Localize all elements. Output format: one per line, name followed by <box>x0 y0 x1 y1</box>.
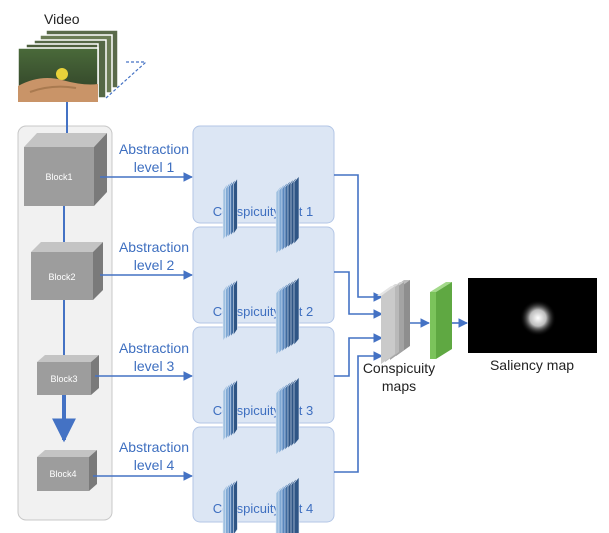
conspicuity-maps-line2: maps <box>382 378 416 394</box>
conspicuity-net-4: Conspicuity-net 4 <box>192 426 335 523</box>
conv-layer-small-2-4 <box>233 278 238 337</box>
conspicuity-net-3: Conspicuity-net 3 <box>192 326 335 424</box>
block-3-label: Block3 <box>50 374 77 384</box>
backbone-connectors <box>52 102 76 443</box>
fusion-layer <box>430 282 452 359</box>
abstraction-1-line2: level 1 <box>134 159 175 175</box>
conv-layer-large-3-6 <box>293 376 300 446</box>
abstraction-4-line1: Abstraction <box>119 439 189 455</box>
block-1: Block1 <box>24 133 107 206</box>
video-frames-image <box>17 29 147 103</box>
conv-layer-large-2-6 <box>293 276 300 346</box>
block-4: Block4 <box>37 450 97 491</box>
conv-layer-large-1-6 <box>293 175 300 245</box>
abstraction-1-line1: Abstraction <box>119 141 189 157</box>
block-3: Block3 <box>37 355 99 395</box>
conspicuity-maps-line1: Conspicuity <box>363 360 435 376</box>
abstraction-3-line1: Abstraction <box>119 340 189 356</box>
saliency-map-label: Saliency map <box>490 357 574 373</box>
abstraction-2-line2: level 2 <box>134 257 175 273</box>
saliency-map-image <box>468 278 597 353</box>
video-label: Video <box>44 11 80 27</box>
block-1-label: Block1 <box>45 172 72 182</box>
block-to-net-arrows <box>93 172 193 481</box>
block-2: Block2 <box>31 242 103 300</box>
abstraction-labels: Abstraction level 1 Abstraction level 2 … <box>119 141 189 473</box>
conv-layer-small-3-4 <box>233 378 238 437</box>
block-4-label: Block4 <box>49 469 76 479</box>
conv-layer-large-4-6 <box>293 476 300 533</box>
abstraction-2-line1: Abstraction <box>119 239 189 255</box>
abstraction-4-line2: level 4 <box>134 457 175 473</box>
block-2-label: Block2 <box>48 272 75 282</box>
conv-layer-small-1-4 <box>233 177 238 236</box>
conspicuity-net-1: Conspicuity-net 1 <box>192 125 335 224</box>
conspicuity-net-2: Conspicuity-net 2 <box>192 226 335 324</box>
conv-layer-small-4-4 <box>233 478 238 533</box>
abstraction-3-line2: level 3 <box>134 358 175 374</box>
conv-layer-stacks <box>222 175 300 533</box>
net-to-maps-arrows <box>334 174 383 473</box>
conspicuity-maps-stack <box>377 280 410 364</box>
